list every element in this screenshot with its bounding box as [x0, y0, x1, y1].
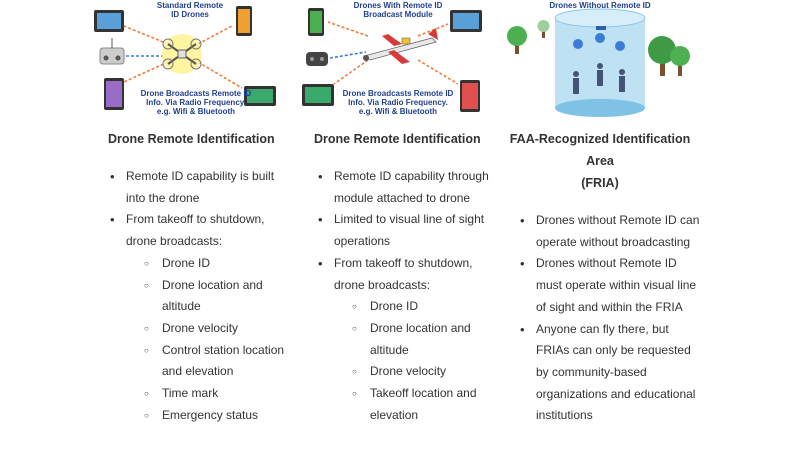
illustration-caption-bottom: Drone Broadcasts Remote ID Info. Via Rad… — [298, 89, 498, 116]
caption-line: Standard Remote — [156, 1, 224, 10]
sub-list-item: Drone ID — [126, 253, 290, 275]
quadcopter-drone-icon — [162, 34, 202, 74]
list-item: Remote ID capability through module atta… — [298, 166, 498, 209]
column-broadcast-module: Drones With Remote ID Broadcast Module D… — [298, 0, 498, 426]
sub-list-item: Time mark — [126, 383, 290, 405]
list-item: Limited to visual line of sight operatio… — [298, 209, 498, 252]
fria-illustration: Drones Without Remote ID — [500, 0, 700, 120]
broadcast-module-diagram-svg — [302, 8, 482, 112]
tree-icon — [537, 20, 550, 38]
feature-list: Remote ID capability is built into the d… — [90, 166, 290, 426]
sub-list-item: Drone ID — [334, 296, 498, 318]
caption-line: e.g. Wifi & Bluetooth — [358, 107, 438, 116]
list-item: Drones without Remote ID must operate wi… — [500, 253, 700, 318]
list-item-text: Remote ID capability is built into the d… — [126, 169, 275, 205]
broadcast-module-illustration: Drones With Remote ID Broadcast Module D… — [298, 0, 498, 120]
column-title: FAA-Recognized Identification Area (FRIA… — [500, 128, 700, 194]
tablet-portrait-icon — [104, 78, 124, 110]
controller-icon — [99, 38, 125, 65]
feature-list: Remote ID capability through module atta… — [298, 166, 498, 426]
phone-icon — [308, 8, 324, 36]
tablet-icon — [450, 10, 482, 32]
list-item-text: Drones without Remote ID can operate wit… — [536, 213, 700, 249]
list-item-text: From takeoff to shutdown, drone broadcas… — [126, 212, 265, 249]
list-item: Drones without Remote ID can operate wit… — [500, 210, 700, 253]
column-title: Drone Remote Identification — [108, 132, 275, 146]
fria-diagram-svg — [507, 8, 690, 117]
standard-drone-diagram-svg — [94, 6, 276, 110]
sub-list-item: Drone location and altitude — [334, 318, 498, 361]
caption-line: Info. Via Radio Frequency. — [348, 98, 448, 107]
illustration-caption-bottom: Drone Broadcasts Remote ID Info. Via Rad… — [96, 89, 296, 116]
list-item-text: From takeoff to shutdown, drone broadcas… — [334, 255, 473, 292]
list-item-text: Limited to visual line of sight operatio… — [334, 212, 485, 249]
list-item-text: Anyone can fly there, but FRIAs can only… — [536, 321, 696, 423]
feature-list: Drones without Remote ID can operate wit… — [500, 210, 700, 427]
standard-drone-illustration: Standard Remote ID Drones Drone Broadcas… — [90, 0, 290, 120]
sub-list-item: Emergency status — [126, 405, 290, 427]
broadcast-fields-list: Drone ID Drone location and altitude Dro… — [126, 253, 290, 427]
caption-line: Broadcast Module — [363, 10, 433, 19]
list-item: From takeoff to shutdown, drone broadcas… — [298, 253, 498, 427]
tablet-portrait-icon — [460, 80, 480, 112]
column-standard-remote-id: Standard Remote ID Drones Drone Broadcas… — [90, 0, 290, 426]
sub-list-item: Drone velocity — [334, 361, 498, 383]
list-item: Anyone can fly there, but FRIAs can only… — [500, 319, 700, 428]
sub-list-item: Control station location and elevation — [126, 340, 290, 383]
phone-icon — [236, 6, 252, 36]
monitor-icon — [244, 86, 276, 106]
caption-line: Drone Broadcasts Remote ID — [342, 89, 454, 98]
broadcast-fields-list: Drone ID Drone location and altitude Dro… — [334, 296, 498, 426]
sub-list-item: Drone velocity — [126, 318, 290, 340]
column-title: Drone Remote Identification — [314, 132, 481, 146]
monitor-icon — [302, 84, 334, 106]
illustration-caption-top: Drones Without Remote ID — [500, 1, 700, 10]
column-title-line: (FRIA) — [581, 176, 619, 190]
list-item-text: Remote ID capability through module atta… — [334, 169, 489, 205]
tree-icon — [648, 36, 690, 76]
column-fria: Drones Without Remote ID FAA-Recognized … — [500, 0, 700, 427]
quadcopter-drone-icon — [573, 26, 625, 51]
illustration-caption-top: Drones With Remote ID Broadcast Module — [298, 1, 498, 19]
caption-line: Info. Via Radio Frequency. — [146, 98, 246, 107]
list-item-text: Drones without Remote ID must operate wi… — [536, 256, 697, 314]
list-item: Remote ID capability is built into the d… — [90, 166, 290, 209]
broadcast-arrows — [123, 25, 243, 89]
list-item: From takeoff to shutdown, drone broadcas… — [90, 209, 290, 426]
fixed-wing-drone-icon — [363, 28, 438, 64]
controller-link — [329, 51, 367, 59]
sub-list-item: Takeoff location and elevation — [334, 383, 498, 426]
caption-line: e.g. Wifi & Bluetooth — [156, 107, 236, 116]
illustration-caption-top: Standard Remote ID Drones — [90, 1, 290, 19]
column-title-line: FAA-Recognized Identification Area — [509, 132, 691, 168]
tablet-icon — [94, 10, 124, 32]
tree-icon — [507, 26, 527, 54]
broadcast-arrows — [327, 21, 459, 85]
controller-icon — [306, 52, 328, 66]
sub-list-item: Drone location and altitude — [126, 275, 290, 318]
caption-line: ID Drones — [171, 10, 209, 19]
caption-line: Drone Broadcasts Remote ID — [140, 89, 252, 98]
caption-line: Drones Without Remote ID — [549, 1, 651, 10]
person-icon — [573, 63, 625, 94]
caption-line: Drones With Remote ID — [353, 1, 443, 10]
